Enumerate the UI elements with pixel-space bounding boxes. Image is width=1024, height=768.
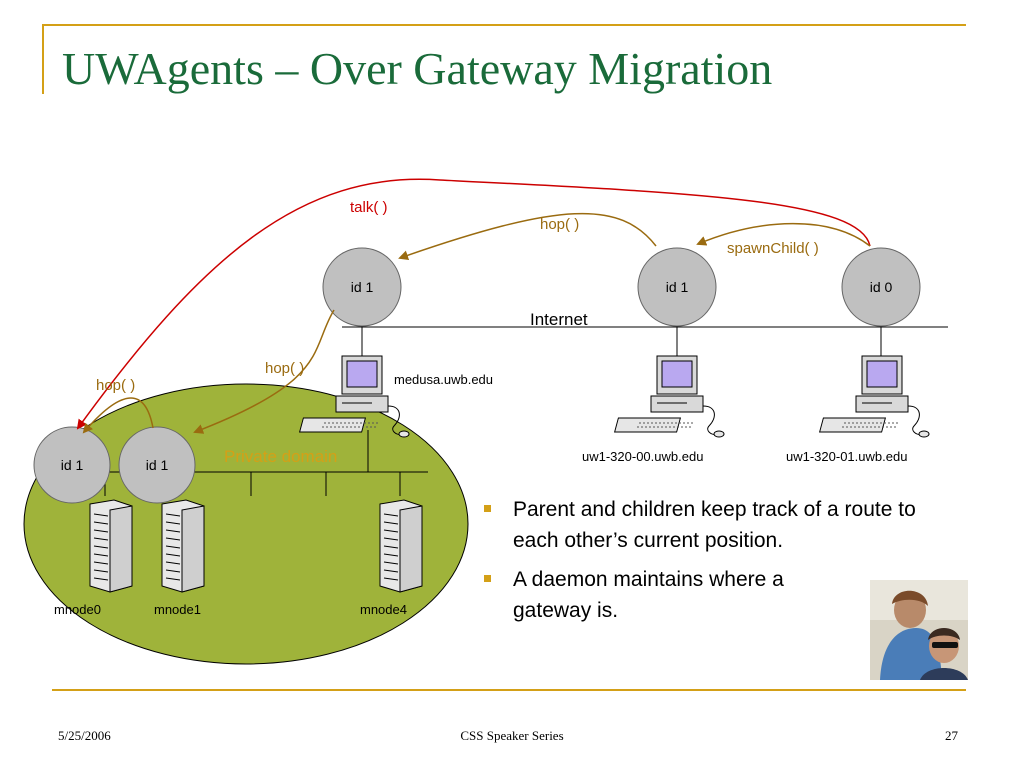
mnode0-label: mnode0 [54,602,101,617]
frame-left-rule [42,24,44,94]
agent-id-uw01: id 0 [870,279,893,295]
hop-label-top: hop( ) [540,216,579,233]
uw01-computer [819,355,930,438]
uw00-hostname: uw1-320-00.uwb.edu [582,449,703,464]
mnode4-server [379,499,423,593]
agent-node-uw01 [841,247,921,327]
mnode0-server [89,499,133,593]
footer-title: CSS Speaker Series [460,728,564,743]
hop-arrow-left [82,397,154,434]
uw01-hostname: uw1-320-01.uwb.edu [786,449,907,464]
agent-node-uw00 [637,247,717,327]
agent-node-mnode1 [118,426,196,504]
bullet-square-icon [484,505,491,512]
agent-id-medusa: id 1 [351,279,374,295]
mnode1-server [161,499,205,593]
bullet-text: A daemon maintains where a gateway is. [513,568,784,622]
bullet-item: A daemon maintains where a gateway is. [482,564,932,626]
mnode1-label: mnode1 [154,602,201,617]
agent-node-medusa [322,247,402,327]
internet-label: Internet [530,310,588,329]
page-number: 27 [945,728,958,743]
hop-label-left: hop( ) [96,377,135,394]
agent-node-mnode0 [33,426,111,504]
footer-date: 5/25/2006 [58,728,111,743]
talk-label: talk( ) [350,199,388,216]
uw00-computer [614,355,725,438]
spawnchild-arrow [696,222,871,247]
private-domain-label: Private domain [224,447,337,466]
slide-title: UWAgents – Over Gateway Migration [62,43,773,94]
speaker-photo [870,580,968,680]
agent-id-mnode1: id 1 [146,457,169,473]
bullet-square-icon [484,575,491,582]
bullet-item: Parent and children keep track of a rout… [482,494,932,556]
mnode4-label: mnode4 [360,602,407,617]
hop-arrow-top [398,212,657,261]
talk-arrow [76,178,871,430]
bullet-text: Parent and children keep track of a rout… [513,498,916,552]
hop-label-middle: hop( ) [265,360,304,377]
agent-id-mnode0: id 1 [61,457,84,473]
hop-arrow-middle [193,309,335,434]
spawnchild-label: spawnChild( ) [727,240,819,257]
agent-id-uw00: id 1 [666,279,689,295]
frame-top-rule [42,24,966,26]
footer-rule [52,689,966,691]
bullet-list: Parent and children keep track of a rout… [482,494,932,634]
medusa-hostname: medusa.uwb.edu [394,372,493,387]
